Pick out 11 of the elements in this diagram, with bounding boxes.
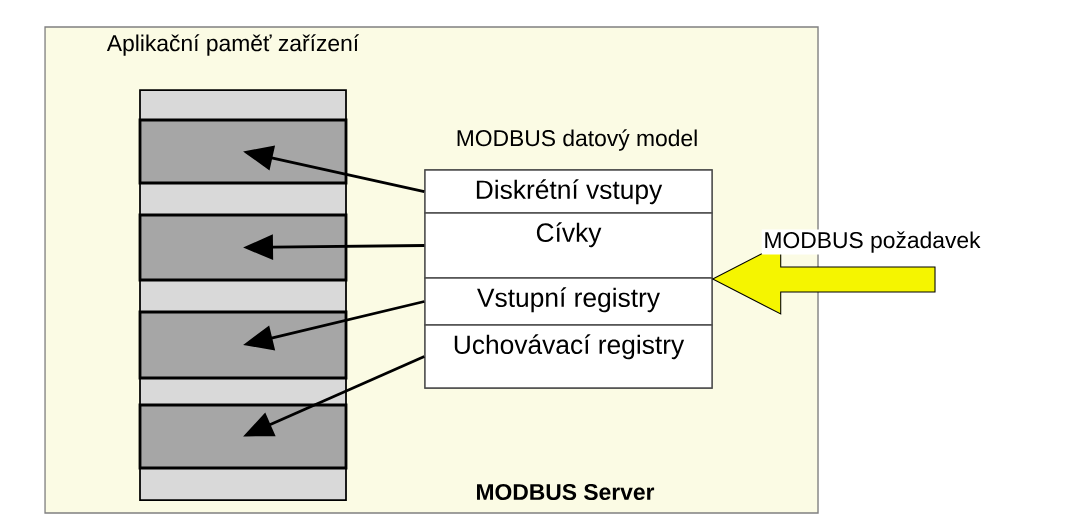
- register-row: Cívky: [424, 212, 713, 279]
- memory-block: [138, 310, 348, 380]
- edge-label: MODBUS požadavek: [761, 229, 983, 255]
- register-row: Uchovávací registry: [424, 324, 713, 389]
- node-label: MODBUS datový model: [457, 129, 697, 151]
- register-row: Vstupní registry: [424, 277, 713, 326]
- memory-block: [138, 403, 348, 470]
- register-row: Diskrétní vstupy: [424, 169, 713, 214]
- memory-block: [138, 118, 348, 185]
- node-label: Aplikační paměť zařízení: [106, 34, 360, 56]
- memory-block: [138, 213, 348, 282]
